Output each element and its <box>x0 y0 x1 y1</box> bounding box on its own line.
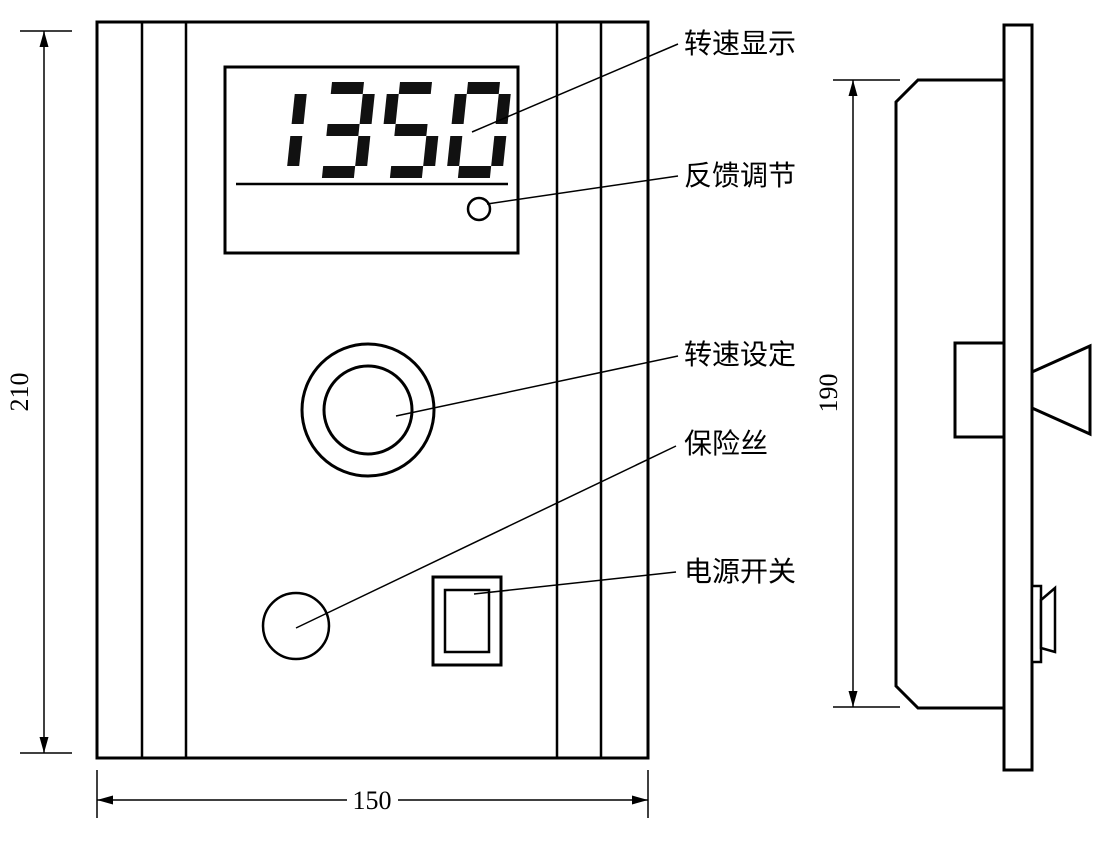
knob-inner-circle <box>322 364 414 456</box>
digit-3 <box>321 82 375 178</box>
dim-height-arrow-top <box>39 31 49 47</box>
seven-segment-display <box>287 82 511 178</box>
dim-side-arrow-top <box>848 80 858 96</box>
fuse-circle <box>261 591 331 661</box>
side-switch-base <box>1030 584 1043 664</box>
power-switch-rocker <box>443 588 491 654</box>
leader-speed-setting <box>395 355 679 417</box>
leader-fuse <box>295 445 677 629</box>
side-front-plate <box>1002 23 1034 772</box>
dim-side-arrow-bottom <box>848 691 858 707</box>
label-speed-setting: 转速设定 <box>684 339 796 371</box>
leader-speed-display <box>471 43 679 133</box>
leader-feedback-adjust <box>486 175 679 205</box>
side-knob <box>1030 343 1092 437</box>
label-speed-display: 转速显示 <box>684 28 796 60</box>
digit-0 <box>447 82 511 178</box>
digit-1 <box>287 94 307 166</box>
label-feedback-adjust: 反馈调节 <box>684 160 796 192</box>
dim-width-text: 150 <box>353 786 392 815</box>
dim-width-arrow-right <box>632 795 648 805</box>
dim-width-text-bg <box>347 786 398 813</box>
leader-power-switch <box>473 571 677 595</box>
dim-height-arrow-bottom <box>39 737 49 753</box>
dim-side-text: 190 <box>814 374 843 413</box>
side-switch-lever <box>1039 585 1057 654</box>
label-power-switch: 电源开关 <box>684 556 796 588</box>
feedback-adjust-hole <box>466 196 492 222</box>
digit-5 <box>383 82 439 178</box>
dim-width-arrow-left <box>97 795 113 805</box>
dim-height-text: 210 <box>5 373 34 412</box>
side-knob-shaft <box>953 341 1006 439</box>
label-fuse: 保险丝 <box>684 428 768 460</box>
